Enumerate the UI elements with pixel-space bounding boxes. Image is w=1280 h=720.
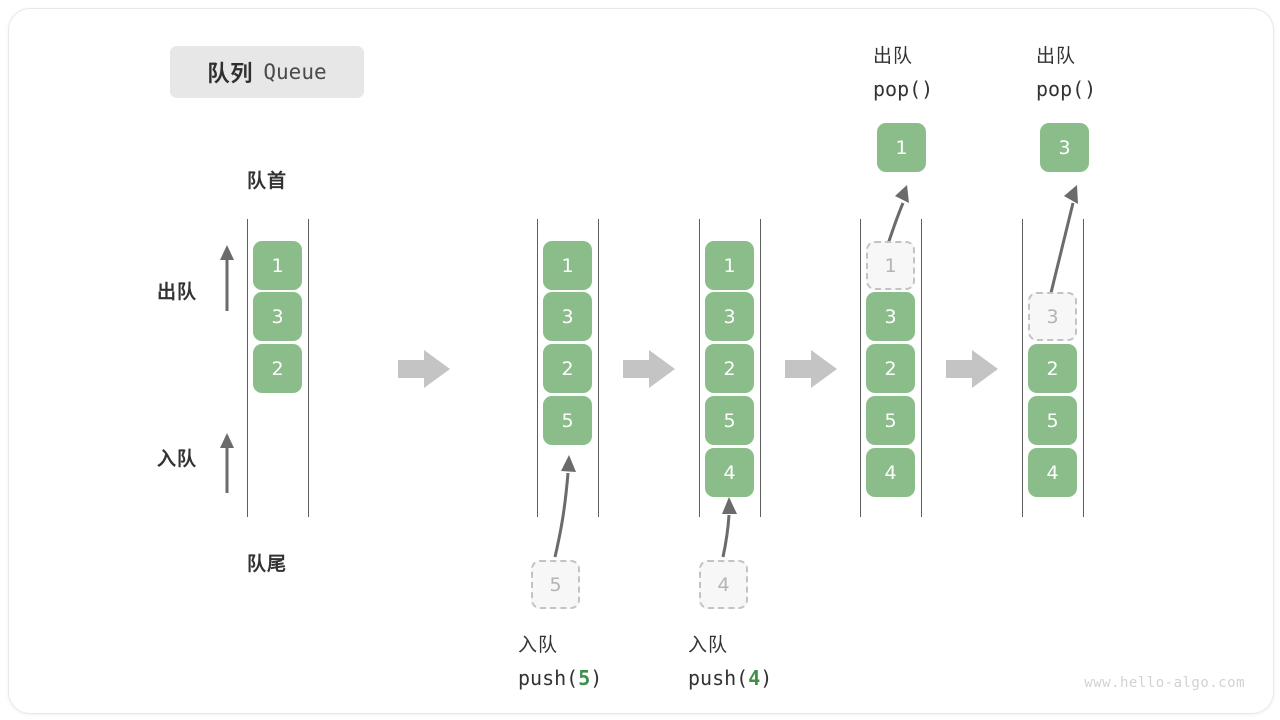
pop-3-label-cn: 出队 — [1036, 45, 1077, 67]
queue-element: 3 — [253, 292, 302, 341]
push-5-label-code: push(5) — [518, 666, 602, 690]
rail-right — [598, 219, 599, 517]
queue-element: 1 — [543, 241, 592, 290]
push-4-code-prefix: push( — [688, 666, 749, 690]
push-4-code-suffix: ) — [760, 666, 773, 690]
queue-element: 3 — [705, 292, 754, 341]
push-arrow-4 — [721, 497, 737, 558]
queue-element: 4 — [1028, 448, 1077, 497]
queue-element: 1 — [253, 241, 302, 290]
push-ghost-5: 5 — [531, 560, 580, 609]
dequeue-direction-arrow — [220, 245, 234, 311]
queue-element: 2 — [705, 344, 754, 393]
flow-arrow-icon — [623, 350, 675, 388]
queue-element: 5 — [1028, 396, 1077, 445]
watermark: www.hello-algo.com — [1084, 675, 1245, 691]
push-4-code-value: 4 — [748, 666, 761, 690]
queue-element-new: 5 — [543, 396, 592, 445]
stage-initial: 1 3 2 — [247, 219, 309, 517]
queue-element: 2 — [1028, 344, 1077, 393]
pop-3-label-code: pop() — [1036, 77, 1097, 101]
rail-right — [308, 219, 309, 517]
dequeue-direction-label: 出队 — [157, 281, 198, 303]
flow-arrow-icon — [398, 350, 450, 388]
rail-left — [860, 219, 861, 517]
enqueue-direction-label: 入队 — [157, 448, 198, 470]
popped-element-1: 1 — [877, 123, 926, 172]
pop-1-label-cn: 出队 — [873, 45, 914, 67]
push-5-label-cn: 入队 — [518, 634, 559, 656]
stage-pop-3: 3 2 5 4 — [1022, 219, 1084, 517]
queue-head-label: 队首 — [247, 170, 288, 192]
queue-element: 2 — [543, 344, 592, 393]
rail-right — [1083, 219, 1084, 517]
rail-left — [699, 219, 700, 517]
queue-element: 2 — [866, 344, 915, 393]
pop-ghost-element: 1 — [866, 241, 915, 290]
push-5-code-suffix: ) — [590, 666, 603, 690]
pop-ghost-element: 3 — [1028, 292, 1077, 341]
popped-element-3: 3 — [1040, 123, 1089, 172]
rail-left — [247, 219, 248, 517]
diagram-card: 队列 Queue 队首 队尾 出队 入队 1 3 2 1 3 2 5 5 入 — [8, 8, 1274, 714]
queue-element: 5 — [705, 396, 754, 445]
push-arrow-5 — [553, 455, 576, 558]
stage-push-4: 1 3 2 5 4 — [699, 219, 761, 517]
pop-1-label-code: pop() — [873, 77, 934, 101]
push-4-label-code: push(4) — [688, 666, 772, 690]
queue-element: 1 — [705, 241, 754, 290]
title-english: Queue — [263, 60, 327, 84]
push-4-label-cn: 入队 — [688, 634, 729, 656]
queue-tail-label: 队尾 — [247, 553, 288, 575]
queue-element-new: 4 — [705, 448, 754, 497]
push-ghost-4: 4 — [699, 560, 748, 609]
queue-element: 3 — [866, 292, 915, 341]
rail-left — [537, 219, 538, 517]
rail-left — [1022, 219, 1023, 517]
rail-right — [921, 219, 922, 517]
push-5-code-value: 5 — [578, 666, 591, 690]
stage-pop-1: 1 3 2 5 4 — [860, 219, 922, 517]
queue-element: 2 — [253, 344, 302, 393]
stage-push-5: 1 3 2 5 — [537, 219, 599, 517]
flow-arrow-icon — [946, 350, 998, 388]
rail-right — [760, 219, 761, 517]
queue-element: 3 — [543, 292, 592, 341]
flow-arrow-icon — [785, 350, 837, 388]
queue-element: 4 — [866, 448, 915, 497]
diagram-title-chip: 队列 Queue — [170, 46, 364, 98]
enqueue-direction-arrow — [220, 433, 234, 493]
push-5-code-prefix: push( — [518, 666, 579, 690]
queue-element: 5 — [866, 396, 915, 445]
pop-arrow-3 — [1047, 185, 1078, 302]
title-chinese: 队列 — [207, 62, 254, 87]
